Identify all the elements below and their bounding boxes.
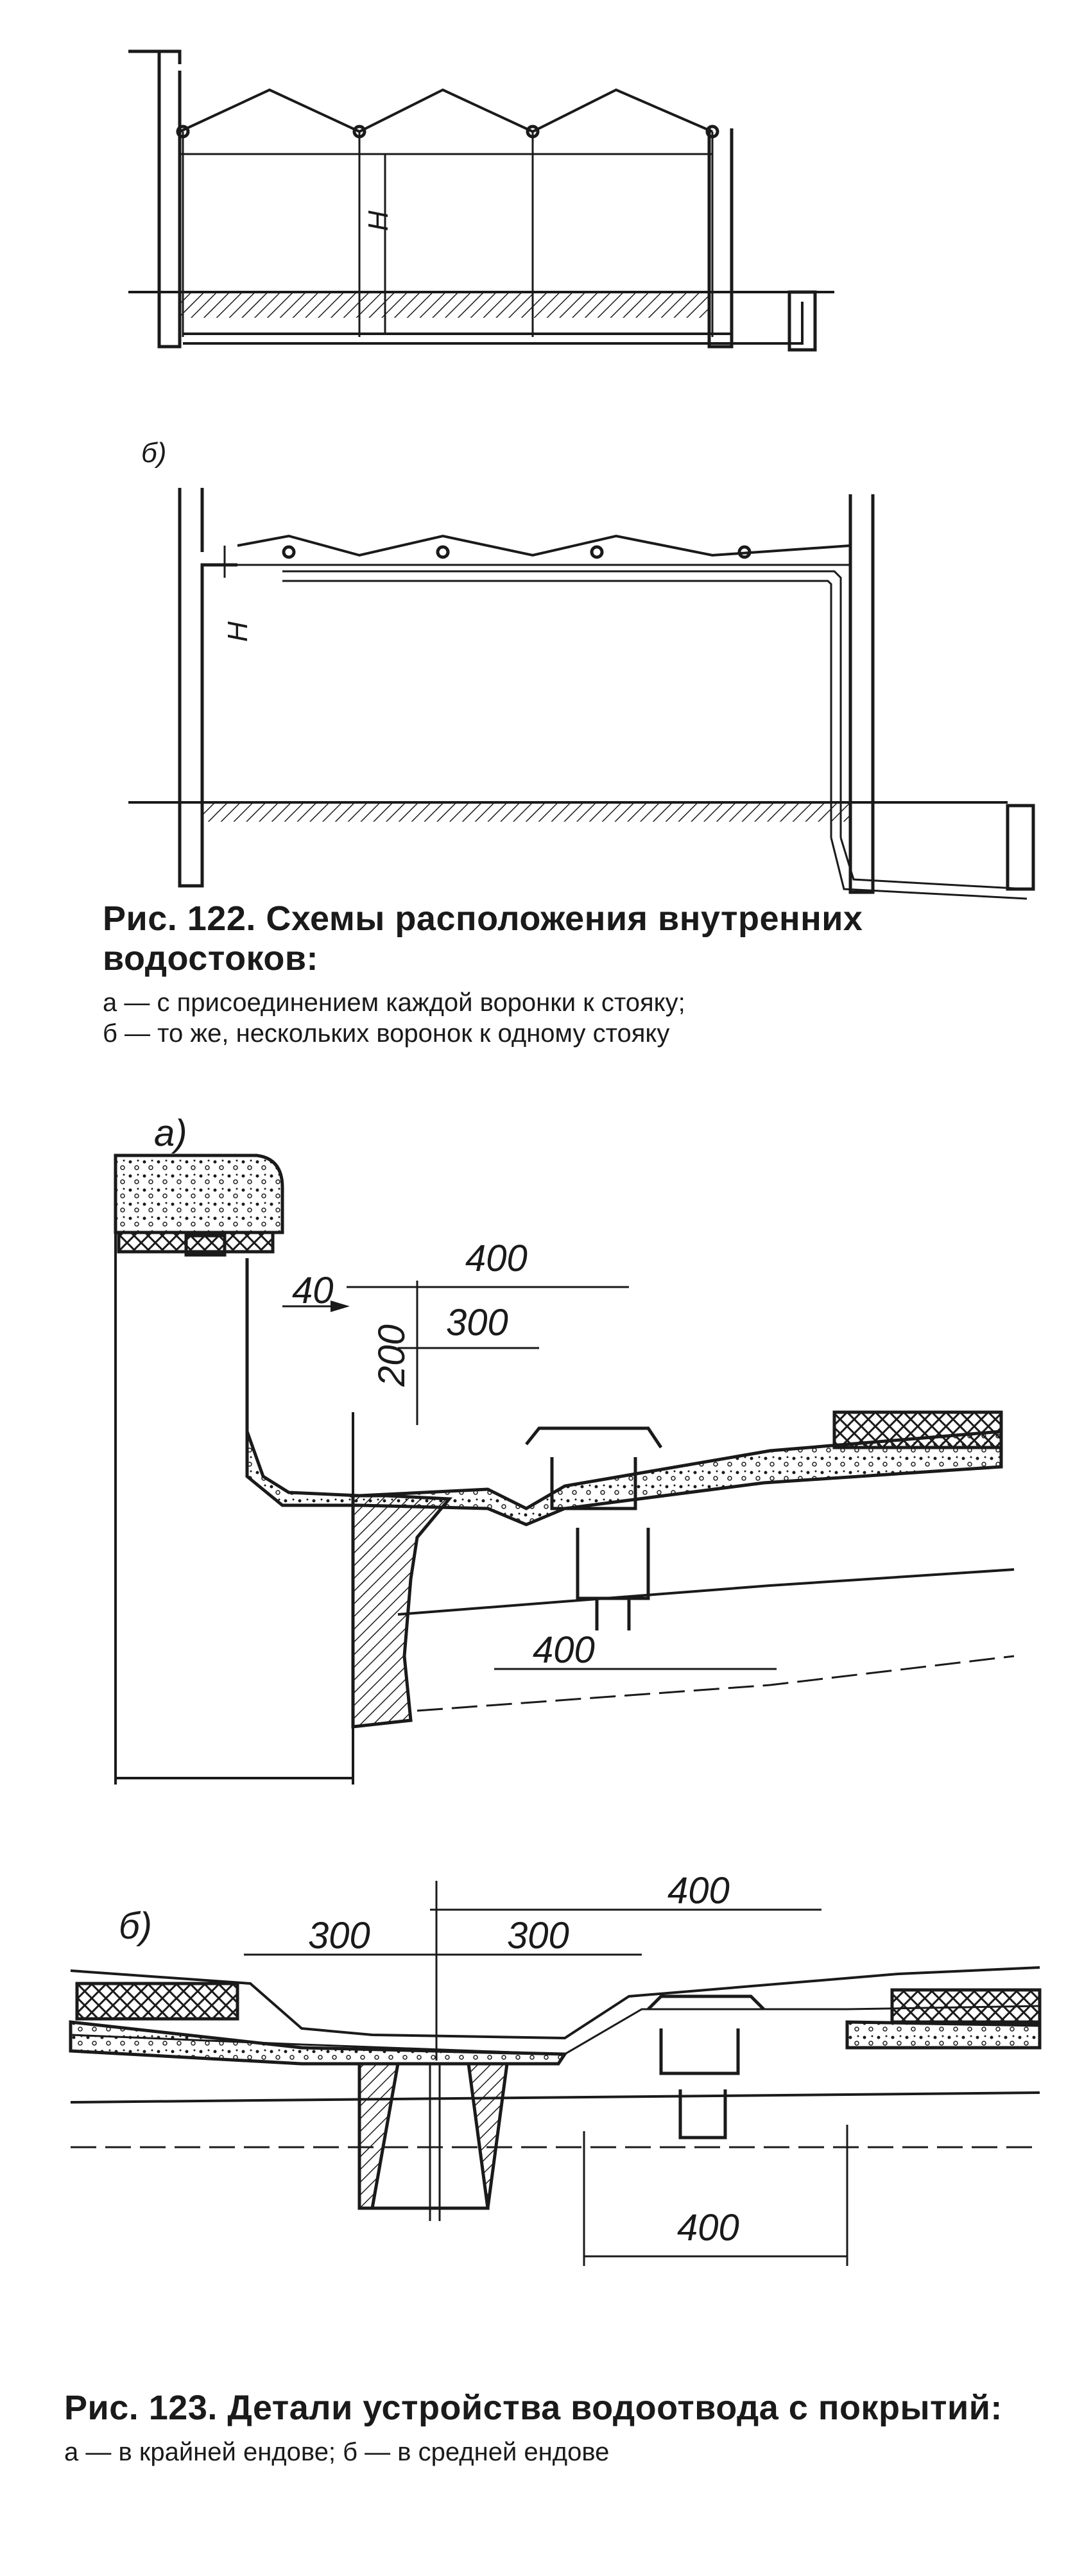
fig123-caption: Рис. 123. Детали устройства водоотвода с… <box>64 2388 1014 2468</box>
fig122-caption: Рис. 122. Схемы расположения внутренних … <box>103 899 1040 1049</box>
fig123-a-dim-300: 300 <box>446 1302 508 1344</box>
fig122-scheme-b <box>128 488 1035 900</box>
fig123-b-dim-300-right: 300 <box>507 1915 569 1957</box>
fig123-b-dim-400-bottom: 400 <box>677 2207 739 2249</box>
fig123-b-dim-300-left: 300 <box>308 1915 370 1957</box>
fig123-b-dim-400-top: 400 <box>667 1870 730 1912</box>
fig123-a-dim-400-top: 400 <box>465 1238 528 1279</box>
fig122-caption-title: Рис. 122. Схемы расположения внутренних … <box>103 899 863 978</box>
fig122-scheme-a <box>128 49 834 352</box>
fig123-panel-a-label: а) <box>154 1112 187 1154</box>
fig122-caption-line-a: а — с присоединением каждой воронки к ст… <box>103 989 685 1017</box>
fig123-detail-a <box>114 1154 1015 1785</box>
fig123-a-dim-40: 40 <box>292 1270 334 1311</box>
fig122-caption-line-b: б — то же, нескольких воронок к одному с… <box>103 1019 670 1048</box>
fig123-a-dim-400-bottom: 400 <box>533 1629 595 1671</box>
fig122-height-mark-a: H <box>363 211 394 231</box>
fig123-caption-legend: а — в крайней ендове; б — в средней ендо… <box>64 2438 610 2466</box>
fig122-panel-b-label: б) <box>141 437 166 469</box>
fig122-height-mark-b: H <box>222 621 254 642</box>
fig123-panel-b-label: б) <box>119 1905 152 1947</box>
fig123-caption-title: Рис. 123. Детали устройства водоотвода с… <box>64 2389 1002 2427</box>
fig123-detail-b <box>69 1881 1042 2266</box>
fig123-a-dim-200: 200 <box>371 1324 413 1387</box>
